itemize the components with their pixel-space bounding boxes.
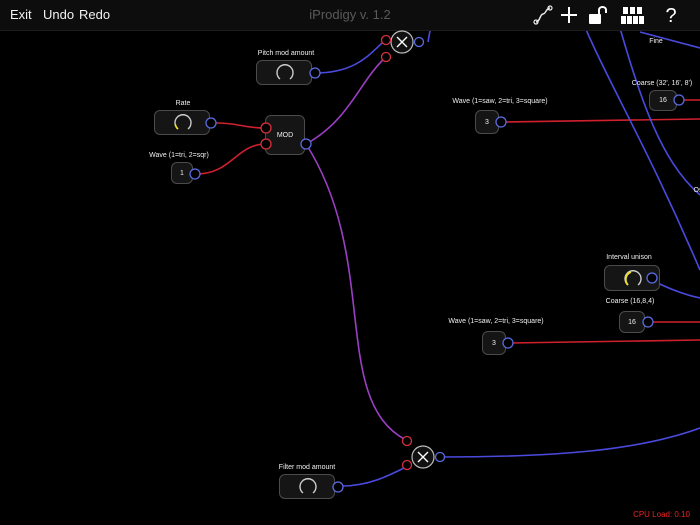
wire-osc1-wave	[502, 118, 700, 123]
interval-unison-output-port[interactable]	[645, 271, 659, 285]
filter-mod-output-port[interactable]	[331, 480, 345, 494]
pitch-mod-label: Pitch mod amount	[257, 50, 315, 57]
undo-button[interactable]: Undo	[43, 7, 75, 22]
cpu-load-status: CPU Load: 0.10	[633, 510, 690, 519]
plus-icon[interactable]	[558, 4, 580, 26]
help-icon[interactable]: ?	[660, 4, 682, 26]
wire-osc2-wave	[509, 339, 700, 344]
wave-osc1-value-box[interactable]: 3	[475, 110, 499, 134]
mod-module[interactable]: MOD	[265, 115, 305, 155]
filter-mult-output-port	[434, 451, 446, 463]
modules-icon[interactable]	[620, 4, 646, 26]
mult-output-port-top	[413, 36, 425, 48]
mod-label: MOD	[276, 131, 294, 139]
pitch-mod-output-port[interactable]	[308, 66, 322, 80]
wave-mod-value-box[interactable]: 1	[171, 162, 193, 184]
rate-output-port[interactable]	[204, 116, 218, 130]
filter-mult-input-port-1	[401, 435, 413, 447]
coarse-osc1-value: 16	[659, 97, 667, 104]
coarse-osc2-label: Coarse (16,8,4)	[605, 298, 655, 305]
coarse-osc1-output-port[interactable]	[672, 93, 686, 107]
wire-top-long-1	[573, 0, 700, 271]
mod-input-port-2[interactable]	[259, 137, 273, 151]
wave-osc2-value: 3	[492, 340, 496, 347]
rate-knob[interactable]	[154, 110, 210, 135]
wave-osc1-value: 3	[485, 119, 489, 126]
wire-filter-mult-out	[439, 427, 700, 458]
wire-pitchmod-to-mult	[314, 39, 387, 74]
wave-mod-label: Wave (1=tri, 2=sqr)	[149, 152, 209, 159]
pitch-mod-knob[interactable]	[256, 60, 312, 85]
unlock-icon[interactable]	[586, 4, 608, 26]
coarse-osc1-label: Coarse (32', 16', 8')	[631, 80, 693, 87]
wave-osc1-output-port[interactable]	[494, 115, 508, 129]
top-toolbar: Exit Undo Redo iProdigy v. 1.2 ?	[0, 0, 700, 31]
pitch-multiplier-node[interactable]	[378, 26, 430, 66]
coarse-osc2-output-port[interactable]	[641, 315, 655, 329]
exit-button[interactable]: Exit	[10, 7, 32, 22]
mult-input-port-top-2	[380, 51, 392, 63]
mult-input-port-top-1	[380, 34, 392, 46]
cable-icon[interactable]	[532, 4, 554, 26]
wave-osc2-label: Wave (1=saw, 2=tri, 3=square)	[448, 318, 544, 325]
wire-mod-to-filter-mult	[305, 143, 407, 441]
osc-partial-label: Os	[693, 187, 700, 194]
redo-button[interactable]: Redo	[79, 7, 111, 22]
rate-label: Rate	[175, 100, 191, 107]
wave-osc2-value-box[interactable]: 3	[482, 331, 506, 355]
wave-mod-output-port[interactable]	[188, 167, 202, 181]
filter-multiplier-node[interactable]	[398, 432, 450, 472]
wire-wave-to-mod	[195, 143, 267, 175]
filter-mod-label: Filter mod amount	[278, 464, 336, 471]
filter-mult-input-port-2	[401, 459, 413, 471]
mod-input-port-1[interactable]	[259, 121, 273, 135]
interval-unison-label: Interval unison	[606, 254, 652, 261]
coarse-osc2-value: 16	[628, 319, 636, 326]
mod-output-port[interactable]	[299, 137, 313, 151]
svg-text:?: ?	[665, 5, 676, 26]
filter-mod-knob[interactable]	[279, 474, 335, 499]
fine-label: Fine	[649, 38, 663, 45]
wave-mod-value: 1	[180, 170, 184, 177]
wave-osc1-label: Wave (1=saw, 2=tri, 3=square)	[452, 98, 548, 105]
wave-osc2-output-port[interactable]	[501, 336, 515, 350]
